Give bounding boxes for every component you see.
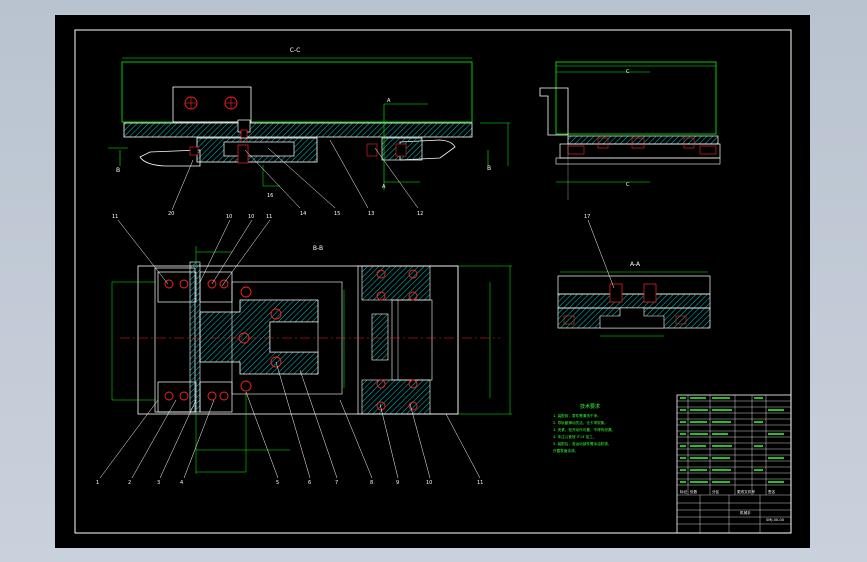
drawing-number: SMJ-00-00 xyxy=(766,518,785,522)
part-number: 3 xyxy=(157,480,160,486)
aa-screw xyxy=(609,283,623,303)
part-numbers-middle-top: 11 10 10 11 xyxy=(112,214,272,220)
part-numbers-bottom: 1 2 3 4 5 6 7 8 9 10 11 xyxy=(96,480,483,486)
title-block: 标记 处数 分区 更改文件号 签名 机械手 SMJ-00-00 xyxy=(676,394,792,534)
mounting-block xyxy=(172,86,252,123)
technical-notes: 技术要求 1. 装配前，零件需清洗干净。 2. 导轨副滑动灵活，无卡滞现象。 3… xyxy=(553,403,615,453)
part-number: 11 xyxy=(266,214,272,220)
part-number: 15 xyxy=(334,211,340,217)
aa-upper-outline xyxy=(557,275,711,295)
section-bb-view: B-B xyxy=(111,245,512,474)
cylinder-cap-bottom xyxy=(361,379,431,415)
drawing-sheet: C-C B B A A 20 14 15 16 13 12 xyxy=(55,15,810,548)
outline-box xyxy=(121,61,473,123)
parts-list-text-blocks xyxy=(680,397,784,483)
section-label-c-top: C xyxy=(626,69,630,75)
part-number: 17 xyxy=(584,214,590,220)
gripper-plate xyxy=(189,261,201,413)
section-aa-view: A-A 17 xyxy=(557,214,711,337)
section-label-cc: C-C xyxy=(290,47,301,54)
part-number: 10 xyxy=(426,480,432,486)
finger-right xyxy=(399,139,456,161)
part-number: 6 xyxy=(308,480,311,486)
title-footer-cell: 标记 xyxy=(680,489,688,494)
note-line: 4. 未注公差按 IT14 加工。 xyxy=(553,434,596,439)
leaders-middle-top xyxy=(117,219,271,287)
title-footer-cell: 签名 xyxy=(768,489,776,494)
section-label-aa: A-A xyxy=(630,261,641,268)
part-number: 11 xyxy=(477,480,483,486)
left-carrier xyxy=(154,267,196,413)
drawing-frame xyxy=(74,29,792,534)
part-numbers-top: 20 14 15 16 13 12 xyxy=(168,193,423,217)
section-label-b-right: B xyxy=(487,165,491,172)
piston xyxy=(371,313,389,361)
note-line: 5. 装配后，各运动部件需涂油防锈， xyxy=(553,441,611,446)
side-base-section xyxy=(567,135,719,145)
leaders-bottom xyxy=(99,361,481,479)
part-number: 9 xyxy=(396,480,399,486)
note-line: 外露表面涂漆。 xyxy=(553,448,578,453)
holes-bb xyxy=(164,269,418,411)
section-label-bb: B-B xyxy=(313,245,323,252)
note-line: 2. 导轨副滑动灵活，无卡滞现象。 xyxy=(553,420,608,425)
section-label-a-bottom: A xyxy=(382,184,386,190)
part-number: 10 xyxy=(248,214,254,220)
leaders-top xyxy=(171,139,419,211)
part-number: 1 xyxy=(96,480,99,486)
aa-plate-section xyxy=(557,293,711,309)
drawing-name: 机械手 xyxy=(740,510,751,515)
part-number: 13 xyxy=(368,211,374,217)
aa-screw xyxy=(643,283,657,303)
title-footer-cell: 分区 xyxy=(712,489,720,494)
wedge-slot xyxy=(269,321,319,353)
title-footer-cell: 处数 xyxy=(690,489,698,494)
part-number: 2 xyxy=(128,480,131,486)
base-plate-section xyxy=(123,122,473,138)
bolt-section xyxy=(237,144,249,164)
side-bottom xyxy=(555,157,721,165)
part-number: 12 xyxy=(417,211,423,217)
title-footer-cell: 更改文件号 xyxy=(737,489,755,494)
part-number: 20 xyxy=(168,211,174,217)
side-view: C C xyxy=(539,61,721,200)
cylinder-cap-top xyxy=(361,265,431,301)
technical-drawing: C-C B B A A 20 14 15 16 13 12 xyxy=(74,29,792,534)
notes-heading: 技术要求 xyxy=(580,403,600,410)
part-number: 7 xyxy=(335,480,338,486)
section-label-b-left: B xyxy=(116,167,120,174)
angle-bracket xyxy=(539,87,569,136)
section-label-c-bottom: C xyxy=(626,182,630,188)
part-number: 10 xyxy=(226,214,232,220)
note-line: 3. 夹紧、松开动作可靠，不得有泄漏。 xyxy=(553,427,615,432)
section-label-a-top: A xyxy=(387,98,391,104)
clamp-bottom xyxy=(199,381,233,413)
section-cc-view: C-C B B A A xyxy=(108,47,510,190)
note-line: 1. 装配前，零件需清洗干净。 xyxy=(553,413,601,418)
part-number: 4 xyxy=(180,480,183,486)
part-number: 11 xyxy=(112,214,118,220)
guide-slot xyxy=(223,141,295,157)
part-number: 8 xyxy=(370,480,373,486)
part-number: 14 xyxy=(300,211,306,217)
aa-t-slot xyxy=(599,307,665,329)
part-number: 16 xyxy=(267,193,273,199)
dimensions-bb xyxy=(111,246,512,474)
side-outline xyxy=(555,61,717,135)
finger-left xyxy=(139,149,201,167)
part-number: 5 xyxy=(276,480,279,486)
